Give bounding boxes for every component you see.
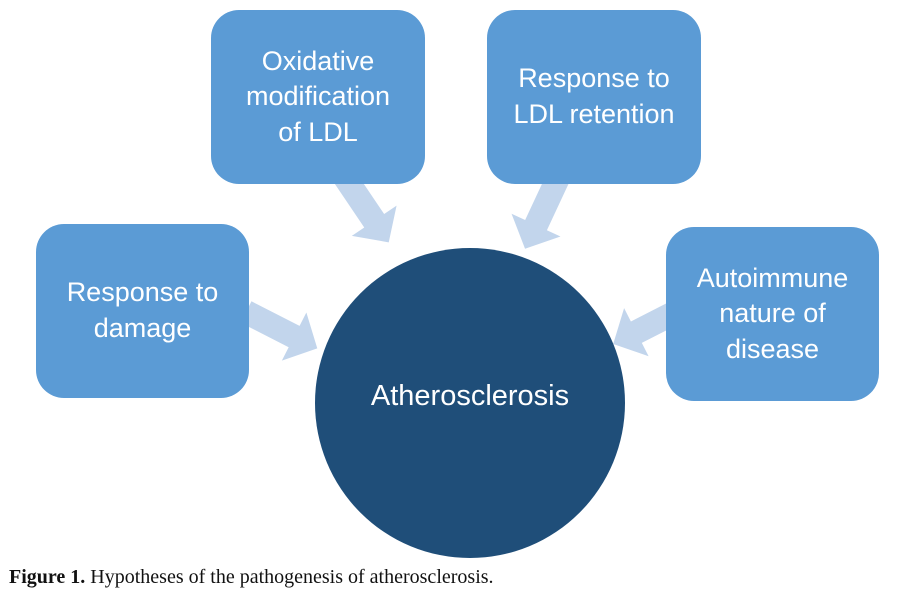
arrow-oxidative-modification-icon [334, 169, 397, 243]
node-atherosclerosis: Atherosclerosis [315, 248, 625, 558]
node-label-atherosclerosis: Atherosclerosis [370, 379, 570, 412]
node-label-ldl-retention: Response to LDL retention [513, 63, 675, 129]
node-autoimmune-nature-of-disease: Autoimmune nature of disease [666, 227, 879, 401]
arrow-autoimmune-icon [613, 303, 678, 357]
node-response-to-damage: Response to damage [36, 224, 249, 398]
arrow-response-to-damage-icon [240, 301, 318, 361]
arrow-ldl-retention-icon [511, 172, 569, 249]
node-label-autoimmune: Autoimmune nature of disease [696, 262, 849, 364]
caption-figure-number: Figure 1. [9, 566, 86, 588]
node-oxidative-modification-of-ldl: Oxidative modification of LDL [211, 10, 425, 184]
node-label-oxidative-modification: Oxidative modification of LDL [245, 45, 391, 147]
node-label-response-to-damage: Response to damage [66, 277, 219, 343]
figure-caption: Figure 1. Hypotheses of the pathogenesis… [9, 566, 494, 589]
caption-text: Hypotheses of the pathogenesis of athero… [90, 566, 494, 588]
node-response-to-ldl-retention: Response to LDL retention [487, 10, 701, 184]
